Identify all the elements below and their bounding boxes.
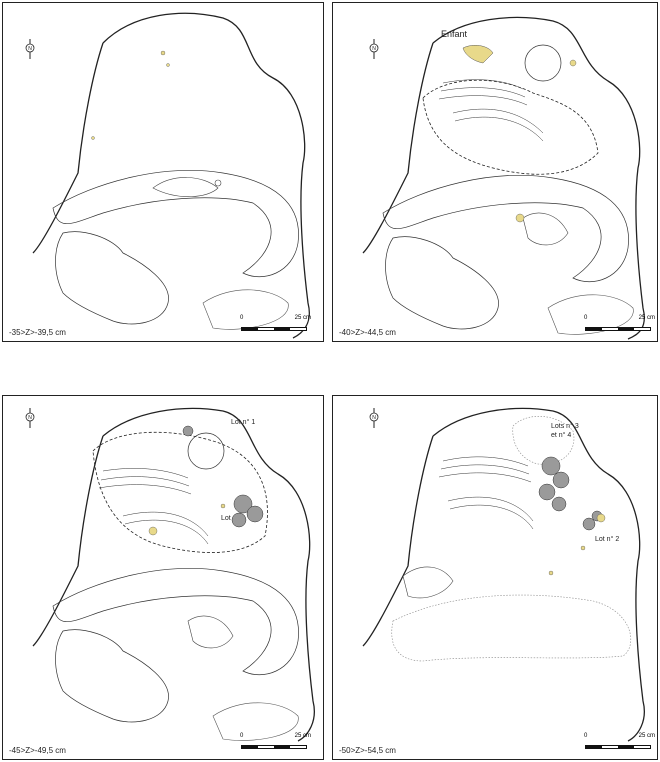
scale-zero: 0 [240, 733, 244, 739]
scale-zero: 0 [240, 315, 244, 321]
excavation-plan-2: Enfant [362, 16, 645, 340]
panel-1: N -35>Z>-39,5 cm 0 25 cm [2, 2, 324, 342]
annotation-lot-2: Lot n° 2 [595, 535, 619, 543]
excavation-plan-3: Lot n° 1 Lot n° 2 [32, 407, 315, 742]
annotation-lot-1: Lot n° 1 [231, 418, 255, 426]
scale-max: 25 cm [638, 315, 655, 321]
excavation-plan-1 [32, 12, 310, 339]
north-symbol: N [28, 46, 32, 52]
panel-2: N Enfant -40>Z>-44,5 cm 0 25 cm [332, 2, 658, 342]
scale-bar: 0 25 cm [584, 733, 655, 749]
depth-label: -40>Z>-44,5 cm [339, 328, 396, 337]
excavation-plan-4: Lots n° 3 et n° 4 Lot n° 2 [362, 407, 645, 742]
scale-bar: 0 25 cm [584, 315, 655, 331]
scale-bar: 0 25 cm [240, 315, 311, 331]
scale-zero: 0 [584, 733, 588, 739]
scale-max: 25 cm [294, 315, 311, 321]
scale-max: 25 cm [638, 733, 655, 739]
north-arrow-icon: N [369, 39, 379, 59]
north-symbol: N [372, 415, 376, 421]
depth-label: -45>Z>-49,5 cm [9, 746, 66, 755]
scale-bar: 0 25 cm [240, 733, 311, 749]
panel-4: N Lots n° 3 et n° 4 Lot n° 2 -50>Z>-54,5… [332, 395, 658, 760]
scale-zero: 0 [584, 315, 588, 321]
scale-max: 25 cm [294, 733, 311, 739]
annotation-enfant: Enfant [441, 29, 468, 39]
north-arrow-icon: N [25, 408, 35, 428]
depth-label: -35>Z>-39,5 cm [9, 328, 66, 337]
north-symbol: N [372, 46, 376, 52]
north-arrow-icon: N [25, 39, 35, 59]
depth-label: -50>Z>-54,5 cm [339, 746, 396, 755]
annotation-lots-3: Lots n° 3 [551, 422, 579, 430]
north-arrow-icon: N [369, 408, 379, 428]
annotation-lots-4: et n° 4 [551, 431, 571, 439]
panel-3: N Lot n° 1 Lot n° 2 -45>Z>-49,5 cm 0 25 … [2, 395, 324, 760]
north-symbol: N [28, 415, 32, 421]
